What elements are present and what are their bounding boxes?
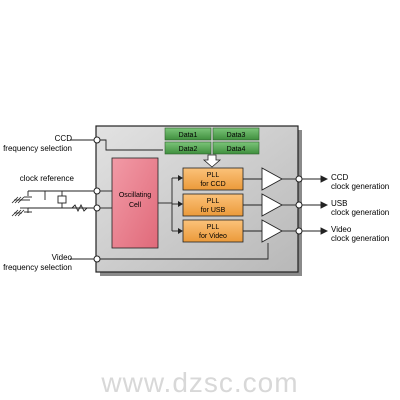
pll-video-label-1: PLL [207, 224, 220, 231]
data-block-4 [212, 141, 260, 155]
output-usb-label-2: clock generation [331, 208, 389, 217]
external-input-wiring [20, 139, 94, 260]
pll-usb-in-arrow [178, 201, 183, 207]
pll-usb-label-2: for USB [201, 207, 226, 214]
oscillating-cell-label-2: Cell [129, 202, 142, 209]
pin-out-ccd [295, 175, 303, 183]
pin-video-freq [93, 255, 101, 263]
chip-pins [93, 136, 303, 263]
pll-video-label-2: for Video [199, 233, 227, 240]
video-freq-label-2: frequency selection [3, 263, 72, 272]
pin-clock-ref-2 [93, 204, 101, 212]
data-register-group: Data1 Data3 Data2 Data4 [164, 127, 260, 155]
buffer-video [261, 219, 283, 243]
ccd-freq-label-2: frequency selection [3, 144, 72, 153]
resistor-icon [71, 203, 88, 213]
output-usb-label-1: USB [331, 199, 347, 208]
video-freq-label-1: Video [52, 253, 73, 262]
crystal-icon [57, 195, 67, 204]
output-ccd-label-1: CCD [331, 173, 349, 182]
output-video-label-2: clock generation [331, 234, 389, 243]
data-label-4: Data4 [227, 146, 246, 153]
pll-ccd-label-1: PLL [207, 172, 220, 179]
output-video-label-1: Video [331, 225, 352, 234]
data-label-3: Data3 [227, 132, 246, 139]
output-arrows [302, 175, 329, 235]
data-down-arrow [202, 154, 222, 168]
data-block-3 [212, 127, 260, 141]
watermark: www.dzsc.com [100, 367, 298, 398]
pll-ccd-in-arrow [178, 175, 183, 181]
oscillating-cell [111, 157, 159, 249]
oscillating-cell-label-1: Oscillating [119, 192, 151, 199]
clock-reference-label: clock reference [20, 174, 75, 183]
pll-video-in-arrow [178, 228, 183, 234]
ccd-freq-label-1: CCD [55, 134, 73, 143]
data-label-1: Data1 [179, 132, 198, 139]
data-block-1 [164, 127, 212, 141]
data-block-2 [164, 141, 212, 155]
pin-ccd-freq [93, 136, 101, 144]
pin-clock-ref-1 [93, 187, 101, 195]
output-ccd-label-2: clock generation [331, 182, 389, 191]
pll-ccd-label-2: for CCD [200, 181, 225, 188]
pin-out-usb [295, 201, 303, 209]
pll-usb-label-1: PLL [207, 198, 220, 205]
pin-out-video [295, 227, 303, 235]
buffer-ccd [261, 167, 283, 191]
data-label-2: Data2 [179, 146, 198, 153]
buffer-usb [261, 193, 283, 217]
ground-icon [11, 196, 25, 217]
